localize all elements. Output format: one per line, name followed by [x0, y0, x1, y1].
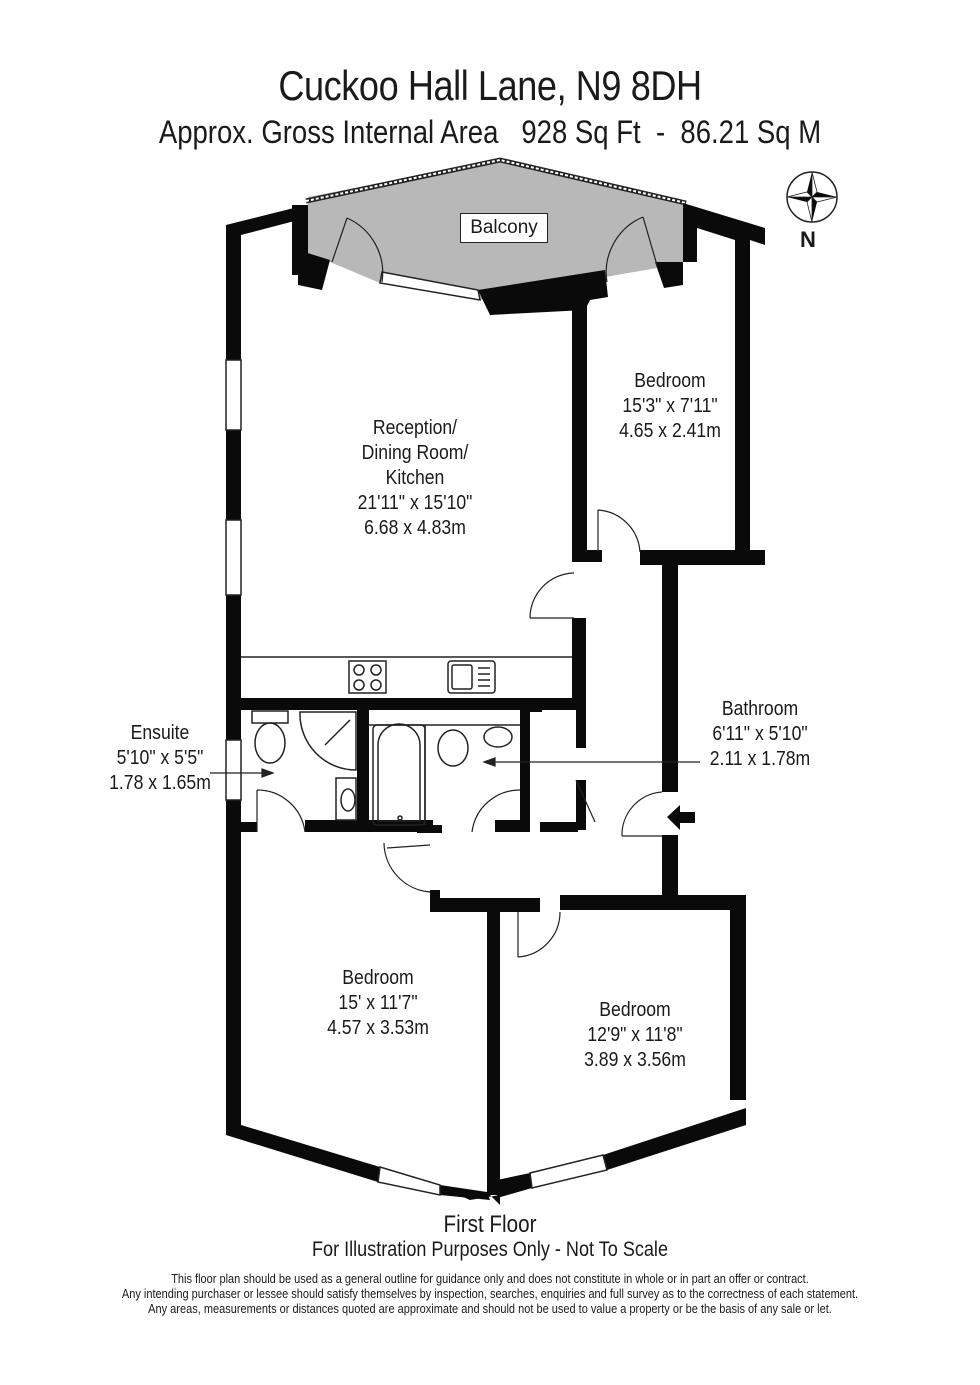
room-name: Reception/ — [372, 417, 458, 439]
room-imperial: 6'11" x 5'10" — [712, 723, 808, 745]
room-metric: 3.89 x 3.56m — [584, 1049, 686, 1071]
room-bathroom: Bathroom 6'11" x 5'10" 2.11 x 1.78m — [690, 697, 831, 772]
room-name: Ensuite — [130, 722, 190, 744]
room-ensuite: Ensuite 5'10" x 5'5" 1.78 x 1.65m — [90, 721, 231, 796]
room-metric: 4.65 x 2.41m — [619, 420, 721, 442]
room-bedroom-1: Bedroom 15'3" x 7'11" 4.65 x 2.41m — [600, 369, 741, 444]
door-swings — [256, 216, 663, 958]
shower-icon — [299, 711, 357, 771]
sink-icon — [447, 660, 496, 694]
room-metric: 6.68 x 4.83m — [364, 517, 466, 539]
floor-label: First Floor — [443, 1211, 537, 1238]
illustration-note: For Illustration Purposes Only - Not To … — [311, 1238, 668, 1261]
room-imperial: 5'10" x 5'5" — [116, 747, 204, 769]
hob-icon — [348, 660, 387, 694]
room-imperial: 15' x 11'7" — [338, 992, 418, 1014]
room-imperial: 21'11" x 15'10" — [357, 492, 473, 514]
room-metric: 2.11 x 1.78m — [709, 748, 811, 770]
property-address: Cuckoo Hall Lane, N9 8DH — [278, 62, 702, 109]
disclaimer-line: Any intending purchaser or lessee should… — [121, 1287, 859, 1301]
room-bedroom-2: Bedroom 15' x 11'7" 4.57 x 3.53m — [308, 966, 449, 1041]
room-name: Dining Room/ — [361, 442, 469, 464]
disclaimer-line: This floor plan should be used as a gene… — [171, 1272, 809, 1286]
entrance-arrow-icon — [667, 805, 695, 830]
walls — [226, 203, 765, 1205]
room-metric: 1.78 x 1.65m — [109, 772, 211, 794]
bath-icon — [372, 724, 426, 826]
room-bedroom-3: Bedroom 12'9" x 11'8" 3.89 x 3.56m — [565, 998, 706, 1073]
room-balcony-label: Balcony — [460, 213, 548, 243]
disclaimer-line: Any areas, measurements or distances quo… — [148, 1302, 832, 1316]
basin-icon — [483, 726, 513, 748]
basin-icon — [335, 777, 357, 821]
toilet-icon — [437, 729, 469, 767]
room-name: Bedroom — [342, 967, 414, 989]
compass-rose-icon — [786, 171, 838, 223]
room-name: Bathroom — [721, 698, 799, 720]
room-imperial: 15'3" x 7'11" — [622, 395, 718, 417]
room-name: Bedroom — [634, 370, 706, 392]
north-label: N — [800, 227, 816, 252]
room-name: Kitchen — [385, 467, 445, 489]
room-metric: 4.57 x 3.53m — [327, 1017, 429, 1039]
cistern-icon — [251, 710, 289, 724]
windows — [225, 271, 608, 1196]
room-name: Bedroom — [599, 999, 671, 1021]
gross-internal-area: Approx. Gross Internal Area 928 Sq Ft - … — [158, 114, 822, 150]
room-reception: Reception/ Dining Room/ Kitchen 21'11" x… — [340, 416, 490, 541]
toilet-icon — [254, 722, 286, 764]
room-imperial: 12'9" x 11'8" — [587, 1024, 683, 1046]
